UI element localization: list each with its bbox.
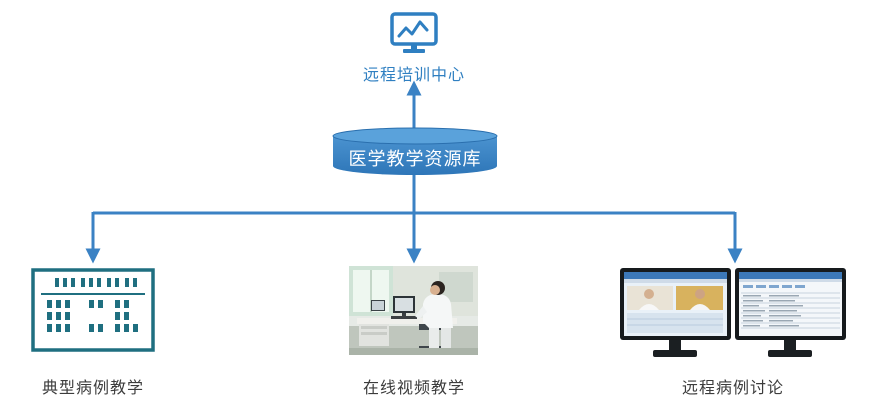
monitor-chart-icon <box>390 12 438 53</box>
case-discussion-label: 远程病例讨论 <box>681 378 785 397</box>
video-teaching-label: 在线视频教学 <box>362 378 466 397</box>
case-board-icon <box>31 268 155 352</box>
video-teaching-photo <box>349 266 478 355</box>
case-teaching-label: 典型病例教学 <box>41 378 145 397</box>
resource-library-label: 医学教学资源库 <box>348 149 482 170</box>
database-cylinder <box>332 127 498 175</box>
dual-monitor-icon <box>620 268 846 357</box>
training-center-label: 远程培训中心 <box>362 65 466 84</box>
